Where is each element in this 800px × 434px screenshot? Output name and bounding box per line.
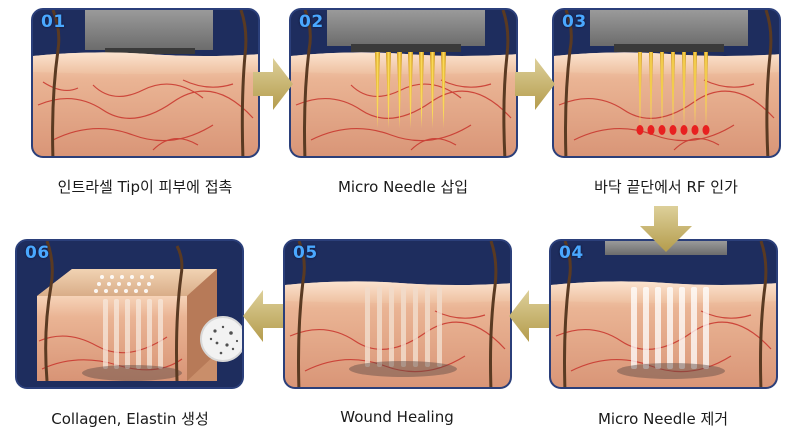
blood-vessels (558, 79, 775, 151)
arrow-left-icon (509, 290, 549, 342)
step-card-02: 02 (289, 8, 518, 158)
skin-block-top (37, 269, 217, 296)
hair-strand (239, 10, 248, 156)
hair-strand (51, 10, 61, 156)
micro-needles (638, 52, 708, 128)
collagen-columns (103, 299, 163, 369)
intracel-tip (85, 10, 213, 50)
skin-illustration-05 (285, 241, 510, 387)
micro-needles (375, 52, 446, 128)
step-number: 06 (25, 243, 50, 263)
step-caption-01: 인트라셀 Tip이 피부에 접촉 (57, 178, 233, 196)
step-card-06: 06 (15, 239, 244, 389)
step-card-04: 04 (549, 239, 778, 389)
arrow-left-icon (243, 290, 283, 342)
step-caption-06: Collagen, Elastin 생성 (51, 410, 209, 428)
step-number: 02 (299, 12, 324, 32)
step-caption-02: Micro Needle 삽입 (337, 178, 469, 196)
step-card-01: 01 (31, 8, 260, 158)
hair-strand (563, 241, 572, 387)
intracel-tip (590, 10, 748, 46)
blood-vessels (37, 79, 254, 151)
step-caption-05: Wound Healing (340, 408, 454, 426)
step-number: 03 (562, 12, 587, 32)
step-card-05: 05 (283, 239, 512, 389)
blood-vessels (295, 79, 512, 151)
healing-columns (365, 287, 442, 367)
hair-strand (297, 241, 306, 387)
collagen-dot-grid (94, 275, 154, 293)
skin-illustration-02 (291, 10, 516, 156)
hair-strand (564, 10, 573, 156)
arrow-right-icon (515, 58, 555, 110)
skin-illustration-03 (554, 10, 779, 156)
intracel-tip (327, 10, 485, 46)
rf-energy-dots (636, 125, 710, 135)
skin-illustration-06 (17, 241, 242, 387)
step-caption-03: 바닥 끝단에서 RF 인가 (594, 178, 738, 196)
hair-strand (44, 241, 54, 382)
step-number: 04 (559, 243, 584, 263)
step-number: 01 (41, 12, 66, 32)
hair-strand (501, 10, 510, 156)
hair-strand (489, 241, 498, 387)
step-number: 05 (293, 243, 318, 263)
arrow-right-icon (253, 58, 293, 110)
hair-strand (175, 245, 184, 382)
step-caption-04: Micro Needle 제거 (597, 410, 729, 428)
collagen-magnifier (200, 316, 242, 362)
hair-strand (303, 10, 312, 156)
arrow-down-icon (640, 206, 692, 252)
hair-strand (759, 241, 768, 387)
hair-strand (764, 10, 773, 156)
skin-illustration-04 (551, 241, 776, 387)
skin-illustration-01 (33, 10, 258, 156)
step-card-03: 03 (552, 8, 781, 158)
needle-channels (631, 287, 709, 369)
